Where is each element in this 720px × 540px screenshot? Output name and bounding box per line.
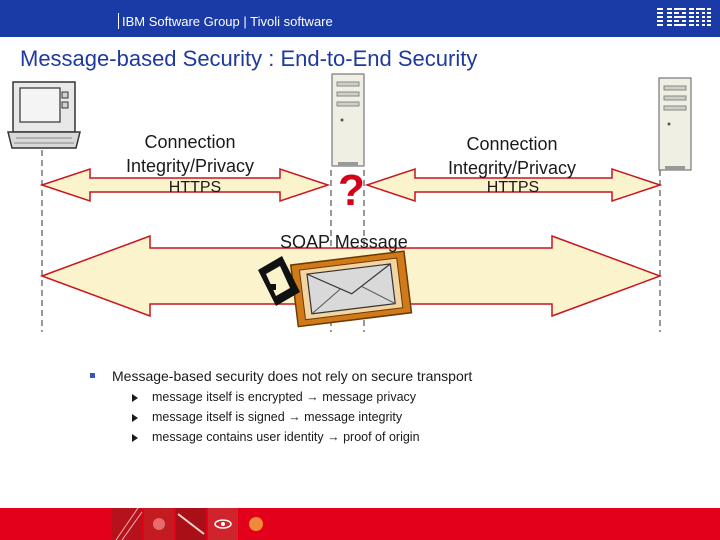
- laptop-icon: [7, 81, 81, 149]
- eye-icon: [214, 519, 232, 529]
- sub-bullet: message itself is encrypted → message pr…: [90, 390, 472, 410]
- footer-decorative-image: [112, 508, 272, 540]
- left-connection-arrow: [39, 167, 331, 203]
- question-mark: ?: [338, 166, 365, 215]
- envelope-icon: [289, 250, 413, 328]
- sub-bullet-list: message itself is encrypted → message pr…: [90, 390, 472, 450]
- bullet-square-icon: [90, 373, 95, 378]
- triangle-bullet-icon: [132, 434, 138, 442]
- sub-bullet: message itself is signed → message integ…: [90, 410, 472, 430]
- security-diagram: [7, 73, 692, 332]
- right-arrow-icon: →: [288, 410, 301, 424]
- soap-message-label: SOAP Message: [280, 232, 408, 252]
- bullet-main: Message-based security does not rely on …: [90, 368, 472, 384]
- right-arrow-label: Connection Integrity/Privacy: [447, 134, 577, 178]
- header-bar: [0, 0, 720, 37]
- right-connection-arrow: [364, 167, 663, 203]
- right-arrow-protocol: HTTPS: [486, 179, 540, 196]
- server-icon-middle: [331, 73, 365, 167]
- right-arrow-icon: →: [306, 390, 319, 404]
- lock-key-icon: [258, 256, 300, 306]
- triangle-bullet-icon: [132, 414, 138, 422]
- sub-bullet: message contains user identity → proof o…: [90, 430, 472, 450]
- header-group-text: IBM Software Group | Tivoli software: [118, 13, 333, 29]
- triangle-bullet-icon: [132, 394, 138, 402]
- right-arrow-icon: →: [327, 430, 340, 444]
- left-arrow-label: Connection Integrity/Privacy: [125, 132, 255, 176]
- left-arrow-protocol: HTTPS: [168, 179, 222, 196]
- bullet-list: Message-based security does not rely on …: [90, 368, 472, 450]
- server-icon-right: [658, 77, 692, 171]
- page-title: Message-based Security : End-to-End Secu…: [20, 46, 478, 71]
- ibm-logo: [655, 6, 711, 30]
- footer-bar: [0, 508, 720, 540]
